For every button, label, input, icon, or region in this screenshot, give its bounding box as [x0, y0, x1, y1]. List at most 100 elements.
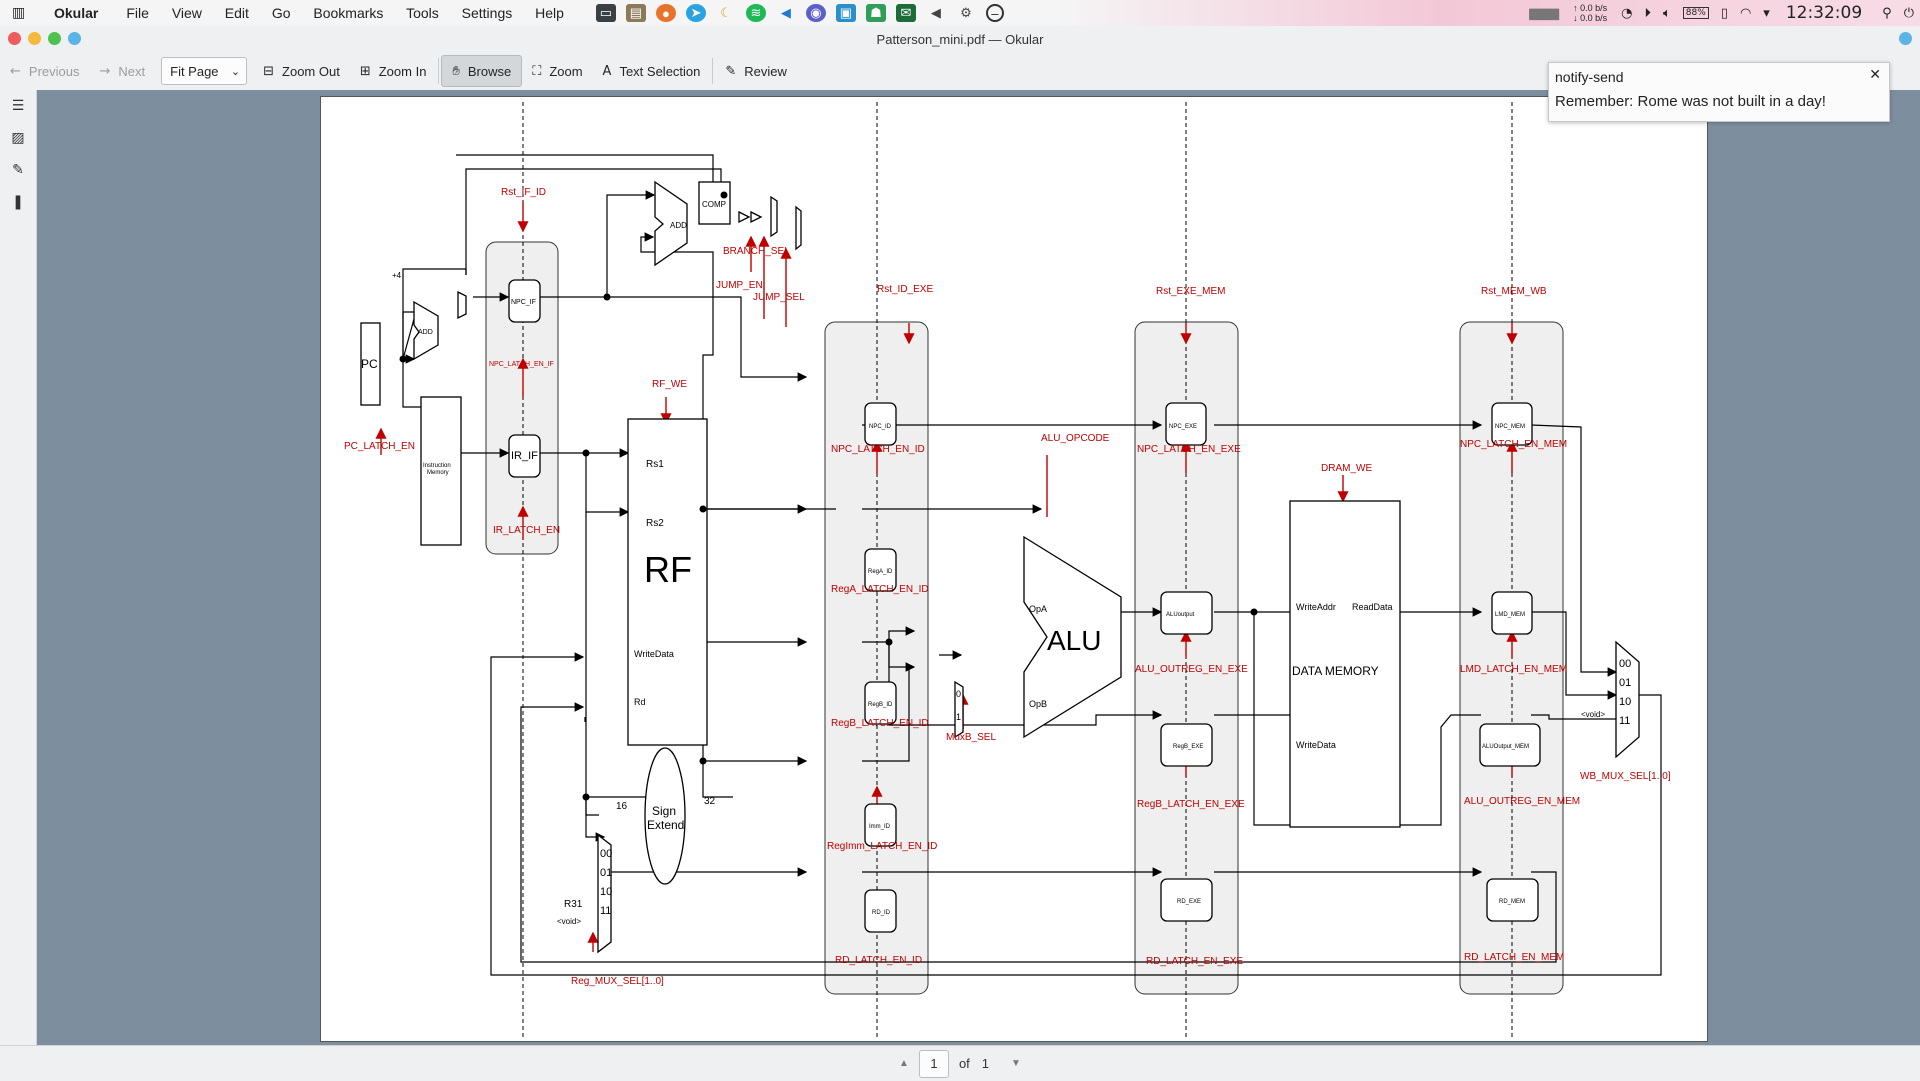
system-tray: ▆▆▆ ↑ 0.0 b/s↓ 0.0 b/s ◔ ⏵ 🔈︎ 88% ▯ ◠ ▾ … [1523, 0, 1920, 26]
menu-bookmarks[interactable]: Bookmarks [313, 5, 384, 21]
npc-mem-register [1491, 402, 1533, 446]
on-all-desktops-icon[interactable] [68, 32, 81, 45]
app-launcher-icon[interactable]: ▥ [12, 5, 26, 21]
menu-tools[interactable]: Tools [406, 5, 439, 21]
top-panel: ▥ Okular File View Edit Go Bookmarks Too… [0, 0, 1920, 26]
location-icon[interactable]: ⚲ [1882, 5, 1892, 21]
minimize-window-icon[interactable] [28, 32, 41, 45]
zoom-label: Zoom [549, 63, 583, 79]
npc-mem-label: NPC_MEM [1495, 424, 1525, 430]
chevron-down-icon[interactable]: ▾ [1763, 5, 1770, 21]
comp-label: COMP [702, 200, 726, 209]
rd-mem-label: RD_MEM [1499, 899, 1525, 905]
close-icon[interactable]: ✕ [1869, 67, 1881, 83]
terminal-icon[interactable]: ▭ [595, 4, 616, 22]
jump-sel-label: JUMP_SEL [753, 292, 805, 303]
void-wb-label: <void> [1581, 710, 1605, 719]
n16-label: 16 [616, 801, 628, 812]
previous-button[interactable]: ←Previous [0, 56, 89, 86]
screenshot-icon[interactable]: ▣ [835, 4, 856, 22]
n32-label: 32 [704, 796, 716, 807]
muxb-0-label: 0 [956, 689, 961, 699]
telegram-icon[interactable]: ➤ [685, 4, 706, 22]
pdf-page[interactable]: Rst_IF_ID Rst_ID_EXE Rst_EXE_MEM Rst_MEM… [320, 96, 1708, 1042]
rd-latch-en-mem-label: RD_LATCH_EN_MEM [1464, 952, 1564, 963]
window-menu-icon[interactable] [1899, 32, 1912, 45]
battery-indicator[interactable]: 88% [1682, 7, 1709, 19]
clock[interactable]: 12:32:09 [1785, 3, 1863, 23]
notification-popup[interactable]: notify-send ✕ Remember: Rome was not bui… [1548, 62, 1890, 122]
chevron-up-icon[interactable]: ▲ [899, 1058, 909, 1069]
extend-label: Extend [647, 818, 684, 832]
maximize-window-icon[interactable] [48, 32, 61, 45]
ir-if-label: IR_IF [511, 450, 538, 462]
register-file [627, 418, 708, 746]
okular-icon[interactable]: – [985, 4, 1004, 22]
regb-latch-en-id-label: RegB_LATCH_EN_ID [831, 718, 929, 729]
window-title: Patterson_mini.pdf — Okular [876, 32, 1044, 47]
add-pc-label: ADD [418, 329, 433, 336]
network-tool-icon[interactable]: ⚙ [960, 5, 972, 20]
clipboard-icon[interactable]: ▯ [1720, 5, 1728, 21]
alu-outreg-en-mem-label: ALU_OUTREG_EN_MEM [1464, 796, 1580, 807]
menu-go[interactable]: Go [271, 5, 291, 21]
chat-icon[interactable]: ◉ [805, 4, 826, 22]
next-label: Next [118, 63, 146, 79]
update-icon[interactable]: ◔ [1621, 5, 1633, 21]
zoom-mode-select[interactable]: Fit Page⌄ [161, 57, 248, 85]
zoom-out-button[interactable]: ⊟Zoom Out [253, 56, 350, 86]
bookmarks-icon[interactable]: ❚ [12, 194, 24, 210]
firefox-icon[interactable]: ● [655, 4, 676, 22]
mail-icon[interactable]: ✉ [895, 4, 916, 22]
writeaddr-label: WriteAddr [1296, 602, 1336, 612]
zoom-out-icon: ⊟ [263, 63, 275, 79]
npc-id-label: NPC_ID [869, 424, 892, 430]
pc-latch-en-label: PC_LATCH_EN [344, 441, 415, 452]
pc-register [360, 322, 381, 406]
workspace-pager-icon[interactable]: ▆▆▆ [1529, 5, 1560, 21]
spotify-icon[interactable]: ≋ [745, 4, 766, 22]
next-button[interactable]: →Next [89, 56, 155, 86]
files-icon[interactable]: ▤ [625, 4, 646, 22]
net-up: 0.0 b/s [1580, 3, 1608, 13]
menu-file[interactable]: File [126, 5, 149, 21]
vscode-icon[interactable]: ◀ [780, 5, 791, 20]
void-label: <void> [557, 917, 581, 926]
pc-label: PC [361, 357, 378, 371]
menu-settings[interactable]: Settings [461, 5, 513, 21]
browse-tool-button[interactable]: ✋︎Browse [441, 55, 523, 87]
volume-icon[interactable]: 🔈︎ [1662, 5, 1671, 21]
zoom-in-button[interactable]: ⊞Zoom In [350, 56, 437, 86]
page-number-input[interactable]: 1 [918, 1049, 949, 1078]
close-window-icon[interactable] [8, 32, 21, 45]
zoom-frame-icon: ⛶ [532, 63, 542, 79]
ghost-icon[interactable]: ☗ [865, 4, 886, 22]
npc-latch-en-if-label: NPC_LATCH_EN_IF [489, 361, 554, 368]
power-icon[interactable]: ⏻ [1903, 5, 1914, 21]
menu-edit[interactable]: Edit [224, 5, 249, 21]
wifi-icon[interactable]: ◠ [1739, 5, 1752, 21]
review-button[interactable]: ✎Review [715, 56, 797, 86]
contents-icon[interactable]: ☰ [11, 98, 25, 114]
regimm-latch-en-id-label: RegImm_LATCH_EN_ID [827, 841, 937, 852]
media-play-icon[interactable]: ⏵ [1644, 5, 1651, 21]
rega-id-register [864, 548, 897, 592]
regb-latch-en-exe-label: RegB_LATCH_EN_EXE [1137, 799, 1245, 810]
plus4-label: +4 [392, 271, 402, 280]
rs2-label: Rs2 [646, 518, 664, 529]
zoom-mode-value: Fit Page [170, 63, 219, 79]
menu-view[interactable]: View [171, 5, 202, 21]
moon-icon[interactable]: ☾ [720, 5, 732, 20]
rst-id-exe-label: Rst_ID_EXE [877, 284, 933, 295]
chevron-down-icon[interactable]: ▼ [1011, 1058, 1021, 1069]
readdata-label: ReadData [1352, 602, 1393, 612]
annotations-icon[interactable]: ✎ [12, 162, 24, 178]
instruction-memory [420, 396, 462, 546]
menu-help[interactable]: Help [535, 5, 564, 21]
speaker-icon[interactable]: ◀ [930, 5, 941, 20]
document-canvas[interactable]: Rst_IF_ID Rst_ID_EXE Rst_EXE_MEM Rst_MEM… [37, 90, 1920, 1045]
thumbnails-icon[interactable]: ▨ [11, 130, 25, 146]
zoom-tool-button[interactable]: ⛶ Zoom [522, 56, 592, 86]
imm-id-register [864, 803, 897, 847]
